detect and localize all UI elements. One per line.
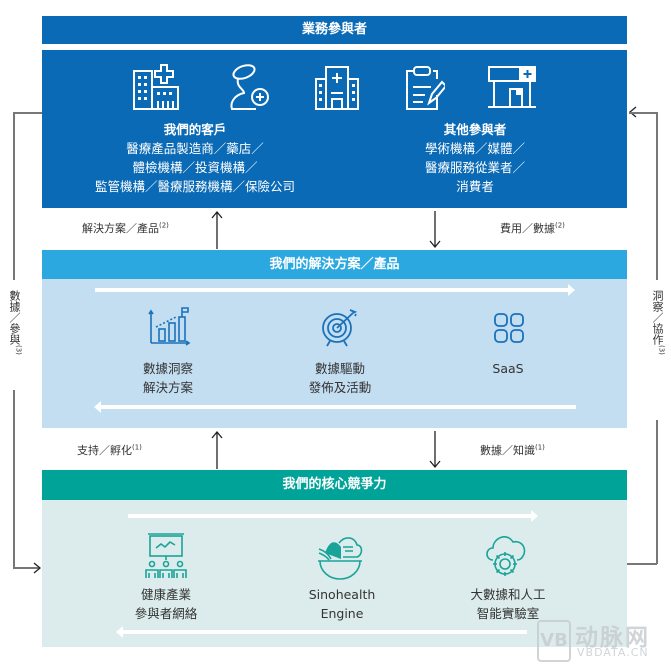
footnote: (2): [159, 221, 169, 230]
arrow-down-icon: [429, 431, 441, 469]
core-line: 大數據和人工: [470, 587, 546, 602]
footnote: (1): [535, 443, 545, 452]
left-connector-top: [13, 112, 42, 114]
footnote: (3): [657, 345, 666, 355]
flow-up2-label: 支持／孵化(1): [77, 442, 142, 458]
watermark-domain: VBDATA.CN: [577, 646, 649, 659]
flow-text: 數據／知識: [480, 444, 535, 457]
customers-block: 我們的客戶 醫療產品製造商／藥店／ 體檢機構／投資機構／ 監管機構／醫療服務機構…: [60, 120, 330, 196]
cycle-arrow-left: [122, 630, 527, 634]
pharmacy-store-icon: [488, 66, 536, 108]
solution-data-driven-events: 數據驅動 發佈及活動: [290, 359, 390, 397]
bar-chart-growth-icon: [148, 307, 191, 346]
left-flow-label: 數據／參與(3): [6, 290, 23, 355]
arrowhead-left-icon: [116, 626, 123, 638]
flow-text: 費用／數據: [500, 222, 555, 235]
core-header: 我們的核心競爭力: [42, 470, 627, 500]
right-flow-label: 洞察／協作(3): [649, 290, 666, 355]
solution-line: SaaS: [492, 361, 524, 376]
core-box: [42, 500, 627, 647]
solution-saas: SaaS: [458, 359, 558, 378]
grid-apps-icon: [494, 313, 524, 343]
others-line: 消費者: [456, 179, 494, 194]
flow-down1-label: 費用／數據(2): [500, 220, 565, 236]
left-connector-bottom: [13, 567, 40, 569]
core-line: Sinohealth: [308, 587, 376, 602]
cloud-gear-icon: [486, 536, 526, 576]
left-connector-upper: [13, 112, 15, 280]
flow-up1-label: 解決方案／產品(2): [82, 220, 169, 236]
others-heading: 其他參與者: [443, 122, 507, 137]
right-connector-bottom: [627, 563, 657, 565]
arrow-up-icon: [211, 210, 223, 249]
right-connector-lower: [656, 420, 658, 564]
footnote: (3): [14, 345, 23, 355]
clipboard-pen-icon: [406, 66, 445, 110]
customers-line: 監管機構／醫療服務機構／保險公司: [94, 179, 295, 194]
others-block: 其他參與者 學術機構／媒體／ 醫療服務從業者／ 消費者: [400, 120, 550, 196]
others-line: 學術機構／媒體／: [424, 141, 525, 156]
sinohealth-engine-icon: [318, 537, 363, 580]
solution-line: 數據洞察: [142, 361, 193, 376]
right-connector-top: [629, 112, 657, 114]
core-line: 智能實驗室: [476, 606, 540, 621]
footnote: (1): [132, 443, 142, 452]
core-ai-lab: 大數據和人工 智能實驗室: [453, 585, 563, 623]
solution-line: 數據驅動: [314, 361, 365, 376]
core-line: 參與者網絡: [134, 606, 198, 621]
customers-line: 醫療產品製造商／藥店／: [126, 141, 264, 156]
target-icon: [322, 309, 358, 347]
watermark-logo: VB: [537, 620, 571, 662]
solution-data-insight: 數據洞察 解決方案: [118, 359, 218, 397]
flow-text: 數據／參與: [8, 290, 21, 345]
customers-line: 體檢機構／投資機構／: [132, 160, 258, 175]
core-sinohealth-engine: Sinohealth Engine: [292, 585, 392, 623]
watermark-brand: 动脉网: [575, 625, 650, 651]
customers-heading: 我們的客戶: [163, 122, 227, 137]
cycle-arrow-right: [95, 288, 570, 292]
core-network: 健康產業 參與者網絡: [116, 585, 216, 623]
arrow-down-icon: [429, 211, 441, 249]
arrowhead-right-icon: [568, 284, 575, 296]
left-connector-lower: [13, 390, 15, 568]
solutions-box: [42, 279, 627, 428]
footnote: (2): [555, 221, 565, 230]
flow-text: 解決方案／產品: [82, 222, 159, 235]
cycle-arrow-right: [128, 514, 533, 518]
hospital-icon: [315, 66, 359, 110]
flow-text: 支持／孵化: [77, 444, 132, 457]
flow-down2-label: 數據／知識(1): [480, 442, 545, 458]
core-line: Engine: [320, 606, 364, 621]
hospital-building-icon: [133, 64, 179, 110]
arrow-up-icon: [211, 430, 223, 469]
participants-header: 業務參與者: [42, 16, 627, 44]
flow-text: 洞察／協作: [651, 290, 664, 345]
arrowhead-left-icon: [94, 401, 101, 413]
cycle-arrow-left: [100, 405, 576, 409]
core-line: 健康產業: [140, 587, 191, 602]
solution-line: 解決方案: [142, 380, 193, 395]
patient-icon: [230, 64, 269, 110]
presentation-network-icon: [145, 533, 187, 578]
right-connector-upper: [656, 112, 658, 280]
others-line: 醫療服務從業者／: [424, 160, 525, 175]
solution-line: 發佈及活動: [308, 380, 372, 395]
arrow-right-icon: [33, 562, 42, 574]
solutions-header: 我們的解決方案／產品: [42, 250, 627, 279]
arrowhead-right-icon: [531, 510, 538, 522]
